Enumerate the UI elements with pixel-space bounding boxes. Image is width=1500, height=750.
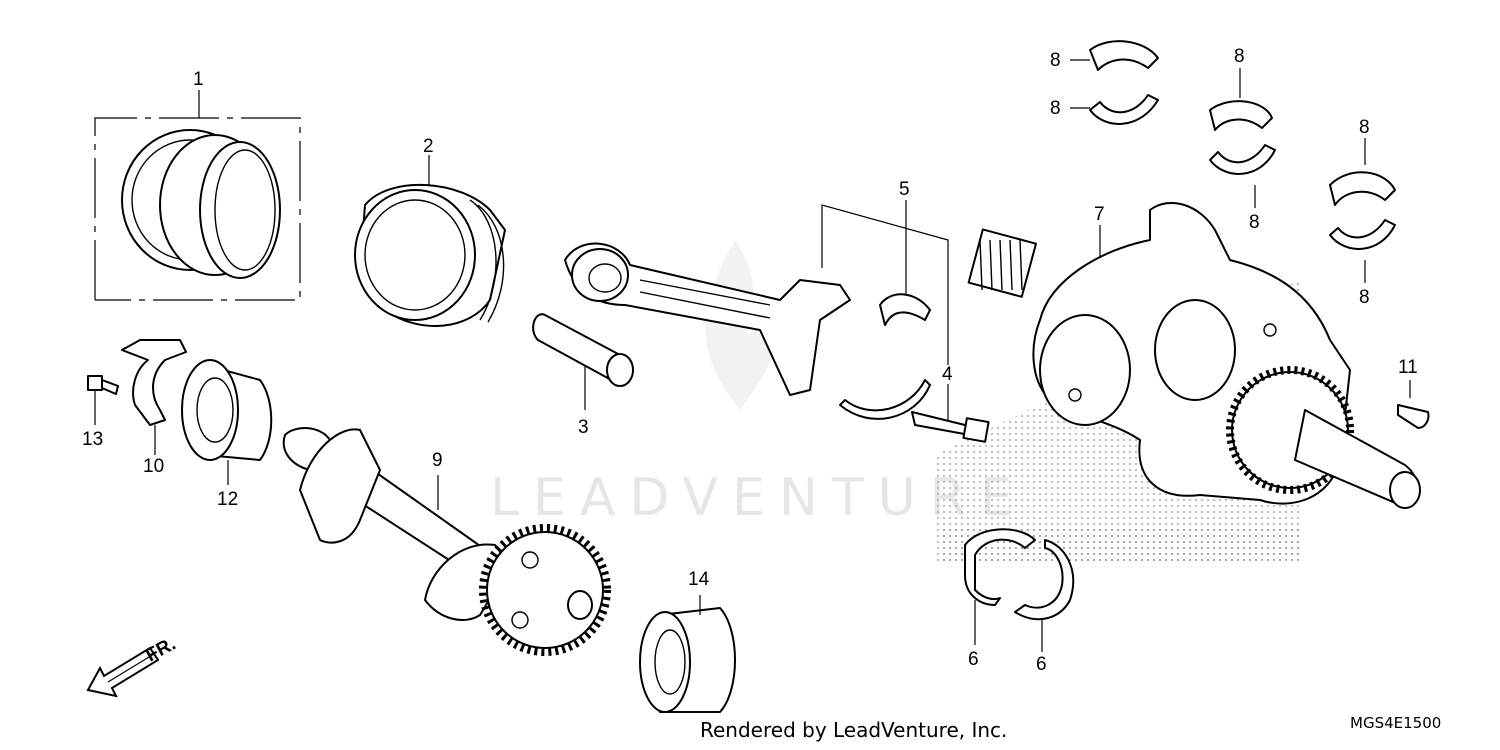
callout-4: 4	[942, 364, 953, 385]
callout-13: 13	[82, 429, 103, 450]
setting-plate	[121, 339, 187, 455]
callout-3: 3	[578, 417, 589, 438]
main-bearing-pair-2	[1209, 68, 1276, 208]
main-bearing-pair-1	[1070, 40, 1159, 125]
callout-10: 10	[143, 456, 164, 477]
callout-6a: 6	[968, 649, 979, 670]
render-credit: Rendered by LeadVenture, Inc.	[700, 718, 1008, 742]
flange-bolt-13	[87, 375, 119, 425]
callout-1: 1	[193, 69, 204, 90]
rod-bearing-pair	[964, 528, 1075, 652]
callout-8d: 8	[1249, 212, 1260, 233]
callout-9: 9	[432, 450, 443, 471]
connecting-rod	[564, 200, 949, 420]
piston-pin	[532, 313, 634, 410]
woodruff-key	[1397, 380, 1430, 429]
callout-8a: 8	[1050, 50, 1061, 71]
diagram-code: MGS4E1500	[1350, 714, 1442, 732]
front-direction-arrow	[86, 646, 160, 698]
callout-6b: 6	[1036, 654, 1047, 675]
connecting-rod-bolt	[911, 384, 990, 443]
callout-8e: 8	[1359, 117, 1370, 138]
callout-11: 11	[1398, 357, 1418, 378]
callout-8b: 8	[1050, 98, 1061, 119]
callout-5: 5	[899, 179, 910, 200]
balancer-shaft	[282, 427, 611, 656]
callout-12: 12	[217, 489, 238, 510]
piston-ring-set	[94, 90, 301, 301]
callout-14: 14	[688, 569, 710, 590]
callout-2: 2	[423, 136, 434, 157]
ball-bearing-14	[639, 595, 736, 713]
watermark-text: LEADVENTURE	[490, 468, 1027, 528]
piston	[354, 155, 506, 327]
callout-8f: 8	[1359, 287, 1370, 308]
callout-8c: 8	[1234, 46, 1245, 67]
crankshaft	[967, 201, 1421, 509]
ball-bearing-12	[181, 359, 273, 485]
main-bearing-pair-3	[1329, 138, 1396, 283]
callout-7: 7	[1094, 204, 1105, 225]
